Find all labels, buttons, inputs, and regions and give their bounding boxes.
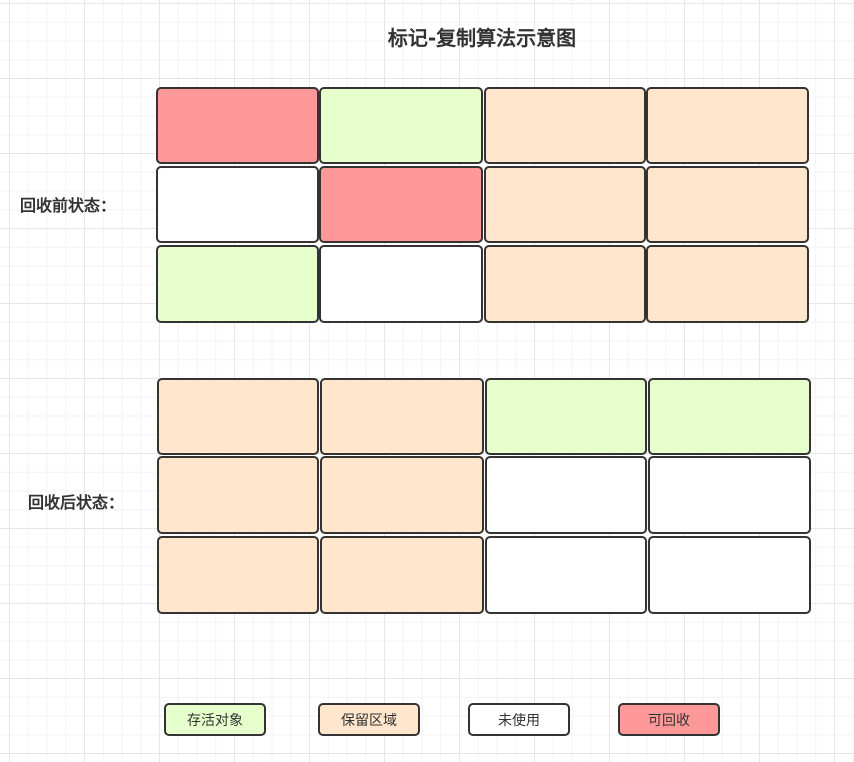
legend-item-reclaimable: 可回收 — [618, 703, 720, 736]
memory-block-unused — [156, 166, 319, 243]
memory-block-reclaimable — [319, 166, 483, 243]
memory-block-unused — [648, 536, 811, 614]
memory-block-reserved — [320, 536, 484, 614]
memory-block-alive — [648, 378, 811, 455]
memory-block-reserved — [157, 536, 319, 614]
diagram-title: 标记-复制算法示意图 — [387, 26, 577, 50]
memory-block-reserved — [320, 456, 484, 534]
memory-block-unused — [319, 245, 483, 323]
memory-block-alive — [319, 87, 483, 164]
memory-block-reserved — [646, 87, 809, 164]
memory-block-reserved — [320, 378, 484, 455]
memory-block-unused — [485, 456, 647, 534]
memory-block-reclaimable — [156, 87, 319, 164]
legend-item-reserved: 保留区域 — [318, 703, 420, 736]
memory-block-alive — [485, 378, 647, 455]
memory-block-unused — [648, 456, 811, 534]
memory-block-reserved — [484, 87, 646, 164]
legend-item-alive: 存活对象 — [164, 703, 266, 736]
memory-block-unused — [485, 536, 647, 614]
memory-block-alive — [156, 245, 319, 323]
memory-block-reserved — [157, 378, 319, 455]
memory-block-reserved — [157, 456, 319, 534]
before-label: 回收前状态： — [20, 196, 117, 215]
after-label: 回收后状态： — [28, 493, 125, 512]
memory-block-reserved — [484, 245, 646, 323]
memory-block-reserved — [646, 166, 809, 243]
memory-block-reserved — [484, 166, 646, 243]
memory-block-reserved — [646, 245, 809, 323]
legend-item-unused: 未使用 — [468, 703, 570, 736]
